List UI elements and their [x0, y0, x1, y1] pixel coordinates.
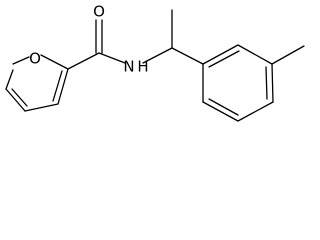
bond-ar-2 [237, 44, 273, 65]
bond-aryl [171, 47, 204, 65]
bond-ar-5-double [208, 98, 239, 116]
bond-para-methyl [271, 45, 305, 65]
molecule-diagram: O O N H [5, 3, 305, 122]
furan-oxygen-label: O [29, 50, 41, 68]
amide-hydrogen-label: H [137, 58, 148, 76]
bond-ar-5 [202, 101, 239, 122]
bond-nitrogen-chiral-c [142, 47, 173, 64]
bond-c4-c3-double [11, 88, 28, 107]
bond-c4-c3 [5, 88, 26, 112]
benzene-ring [202, 44, 305, 122]
carbonyl-oxygen-label: O [93, 3, 105, 21]
bond-o-c5 [12, 56, 30, 65]
bond-c3-c2 [24, 103, 59, 112]
amide-group [67, 19, 173, 70]
bond-c2-c1-double [52, 70, 63, 102]
structure-canvas: O O N H [5, 2, 305, 122]
bond-c4-o [5, 69, 14, 90]
bond-ar-1 [202, 44, 239, 65]
bond-c2-c1 [57, 68, 69, 105]
furan-ring [5, 54, 69, 112]
bond-carbonyl-nitrogen [98, 52, 126, 64]
bond-ring-carbonyl [67, 52, 100, 70]
bond-ar-1-double [208, 50, 240, 68]
ethyl-branch [171, 9, 204, 65]
bond-ar-3-double [265, 66, 268, 100]
bond-ar-3 [271, 63, 274, 103]
amide-nitrogen-label: N [123, 58, 134, 76]
bond-c1-o [40, 54, 69, 70]
bond-ar-4 [237, 101, 274, 122]
